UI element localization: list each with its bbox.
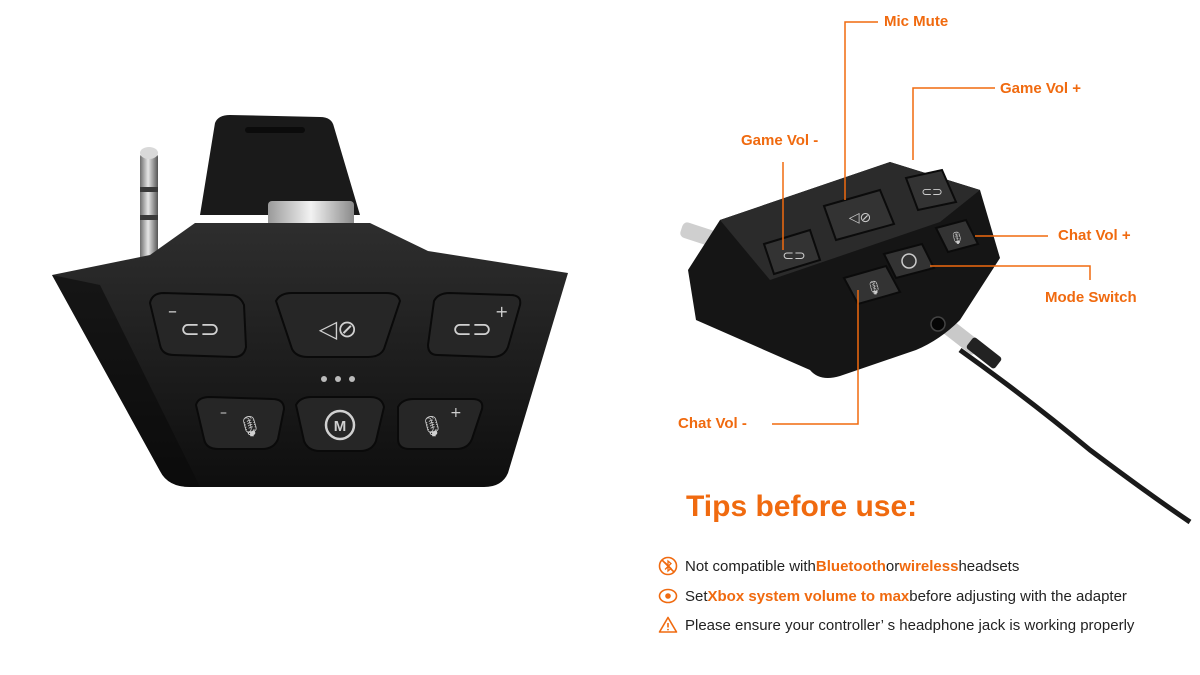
svg-text:⊂⊃: ⊂⊃ xyxy=(452,315,492,343)
mode-switch-button-side[interactable] xyxy=(882,242,936,280)
svg-text:◁⊘: ◁⊘ xyxy=(849,210,872,226)
game-vol-minus-button-side[interactable]: ⊂⊃ xyxy=(762,228,822,276)
callout-chat-vol-plus: Chat Vol + xyxy=(1058,227,1131,244)
tip-item-volume: Set Xbox system volume to max before adj… xyxy=(658,586,1127,606)
svg-text:🎙: 🎙 xyxy=(419,414,444,438)
callout-mic-mute: Mic Mute xyxy=(884,13,949,30)
svg-text:🎙: 🎙 xyxy=(949,231,964,245)
tip-text-1b: or xyxy=(885,557,900,575)
callout-chat-vol-minus: Chat Vol - xyxy=(678,415,747,432)
mode-switch-button[interactable]: M xyxy=(294,396,386,452)
mic-mute-button[interactable]: ◁⊘ xyxy=(274,292,402,358)
svg-text:🎙: 🎙 xyxy=(866,280,883,296)
callout-game-vol-minus: Game Vol - xyxy=(741,132,819,149)
no-bluetooth-icon xyxy=(658,556,678,576)
game-vol-plus-button-side[interactable]: ⊂⊃ xyxy=(904,168,958,212)
chat-vol-minus-button[interactable]: 🎙 – xyxy=(194,395,286,450)
audio-jack xyxy=(140,147,158,268)
svg-text:🎙: 🎙 xyxy=(237,414,262,438)
svg-text:+: + xyxy=(495,302,508,321)
svg-text:⊂⊃: ⊂⊃ xyxy=(180,315,220,343)
callout-mode-switch: Mode Switch xyxy=(1045,289,1137,306)
tip-text-3: Please ensure your controller’ s headpho… xyxy=(685,616,1135,634)
tip-text-2a: Set xyxy=(685,587,708,605)
svg-text:+: + xyxy=(450,405,462,421)
callout-game-vol-plus: Game Vol + xyxy=(1000,80,1082,97)
warning-icon xyxy=(658,616,678,633)
svg-text:–: – xyxy=(220,405,227,421)
tip-highlight-wireless: wireless xyxy=(899,557,959,575)
svg-text:◁⊘: ◁⊘ xyxy=(319,315,358,343)
adapter-side-view: ⊂⊃ ◁⊘ ⊂⊃ 🎙 🎙 xyxy=(680,162,1192,525)
tip-text-1c: headsets xyxy=(958,557,1020,575)
game-vol-plus-button[interactable]: ⊂⊃ + xyxy=(426,291,522,359)
tip-item-bluetooth: Not compatible with Bluetooth or wireles… xyxy=(658,556,1019,576)
tip-highlight-bluetooth: Bluetooth xyxy=(815,557,886,575)
svg-text:⊂⊃: ⊂⊃ xyxy=(782,248,805,264)
volume-max-icon xyxy=(658,588,678,604)
svg-text:M: M xyxy=(334,418,347,435)
tips-title: Tips before use: xyxy=(686,490,918,523)
tip-item-jack: Please ensure your controller’ s headpho… xyxy=(658,615,1134,635)
adapter-front-view: ⊂⊃ – ◁⊘ ⊂⊃ + 🎙 – M 🎙 + xyxy=(52,115,568,487)
tip-highlight-volume: Xbox system volume to max xyxy=(707,587,910,605)
headphone-cable xyxy=(958,347,1192,525)
tip-text-2b: before adjusting with the adapter xyxy=(909,587,1127,605)
chat-vol-plus-button-side[interactable]: 🎙 xyxy=(934,218,980,254)
game-vol-minus-button[interactable]: ⊂⊃ – xyxy=(148,291,248,359)
tip-text-1a: Not compatible with xyxy=(685,557,816,575)
svg-text:⊂⊃: ⊂⊃ xyxy=(921,185,943,200)
chat-vol-plus-button[interactable]: 🎙 + xyxy=(397,398,484,450)
mic-mute-button-side[interactable]: ◁⊘ xyxy=(822,188,896,242)
svg-text:–: – xyxy=(168,301,177,322)
